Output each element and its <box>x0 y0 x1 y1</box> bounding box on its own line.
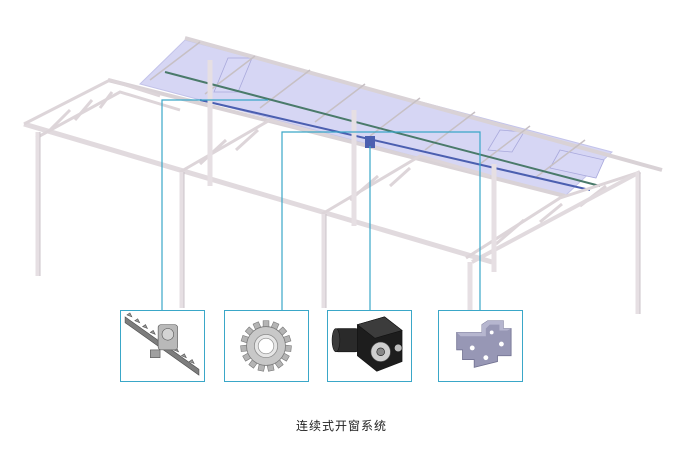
ridge-beam <box>184 36 663 172</box>
motor-icon <box>331 316 403 372</box>
drive-shaft-blue <box>199 99 591 191</box>
mounting-bracket-thumbnail <box>438 310 523 382</box>
roof-motor <box>365 136 375 148</box>
sprocket-gear-thumbnail <box>224 310 309 382</box>
side-beam <box>471 170 641 264</box>
bracket-icon <box>456 320 512 368</box>
columns <box>35 60 641 314</box>
diagram-caption: 连续式开窗系统 <box>295 419 387 433</box>
drive-shaft <box>164 71 601 187</box>
sprocket-icon <box>240 320 292 372</box>
rack-pinion-icon <box>124 312 200 376</box>
column-edges <box>39 132 641 314</box>
leader-lines <box>161 99 481 310</box>
rack-and-pinion-thumbnail <box>120 310 205 382</box>
gear-motor-thumbnail <box>327 310 412 382</box>
gutter-front <box>23 121 493 265</box>
